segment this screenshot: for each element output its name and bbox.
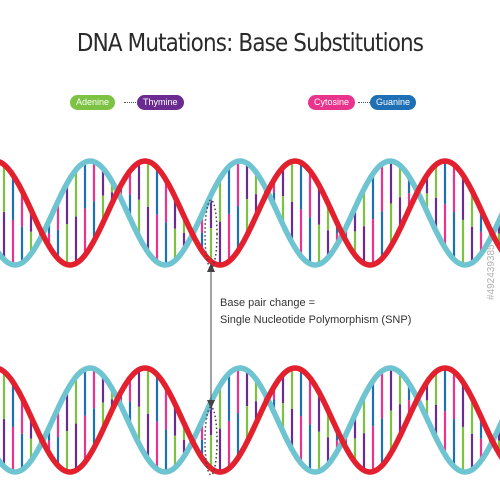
- dna-helix-original: [0, 158, 500, 268]
- snp-highlight-mutated: [204, 406, 218, 476]
- snp-label-line1: Base pair change =: [220, 297, 316, 309]
- legend-thymine: Thymine: [137, 95, 184, 110]
- legend-guanine: Guanine: [370, 95, 417, 110]
- backbone-strand-blue: [0, 365, 500, 475]
- legend-pair-connector: [358, 102, 370, 103]
- arrow-head-up: [207, 263, 215, 272]
- backbone-strand-red: [0, 158, 500, 268]
- arrow-head-down: [207, 400, 215, 409]
- legend-pair-connector: [124, 102, 136, 103]
- backbone-strand-red: [0, 365, 500, 475]
- legend-adenine: Adenine: [70, 95, 116, 110]
- backbone-strand-blue: [0, 158, 500, 268]
- snp-label-line2: Single Nucleotide Polymorphism (SNP): [220, 314, 412, 326]
- dna-helix-mutated: [0, 365, 500, 475]
- legend-cytosine: Cytosine: [308, 95, 356, 110]
- watermark-id: #492439385: [486, 244, 497, 300]
- diagram-title: DNA Mutations: Base Substitutions: [76, 28, 424, 57]
- snp-highlight-original: [204, 199, 218, 269]
